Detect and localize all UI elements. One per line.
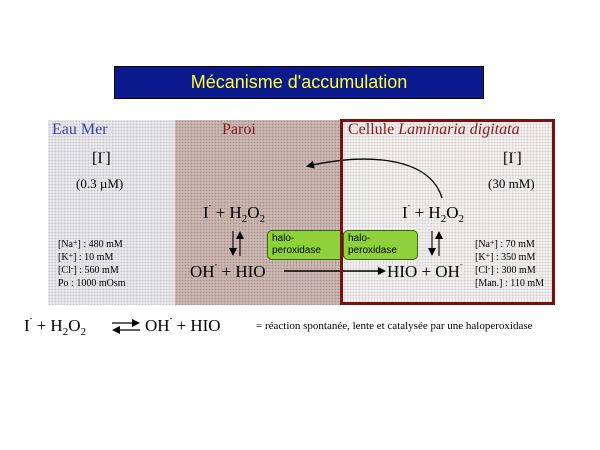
enzyme-label-line2: peroxidase	[272, 245, 321, 256]
sea-ion-po: Po : 1000 mOsm	[58, 278, 126, 289]
enzyme-haloperoxidase-cell: halo- peroxidase	[343, 230, 418, 260]
cell-ion-man: [Man.] : 110 mM	[475, 278, 545, 289]
bottom-equation-left: I- + H2O2	[24, 314, 86, 338]
bottom-note: = réaction spontanée, lente et catalysée…	[256, 320, 533, 332]
sea-iodide: [I-]	[92, 148, 111, 167]
enzyme-haloperoxidase-wall: halo- peroxidase	[267, 230, 344, 260]
sea-concentration: (0.3 µM)	[76, 176, 124, 191]
zone-title-wall: Paroi	[222, 121, 256, 138]
sea-ion-list: [Na+] : 480 mM [K+] : 10 mM [Cl-] : 560 …	[58, 238, 126, 290]
cell-ion-k: [K+] : 350 mM	[475, 251, 536, 263]
cell-reaction-bottom: HIO + OH-	[387, 260, 463, 281]
zone-cell-wall	[175, 120, 343, 305]
enzyme-label-line2: peroxidase	[348, 245, 397, 256]
wall-reaction-top: I- + H2O2	[203, 201, 265, 225]
cell-reaction-top: I- + H2O2	[402, 201, 464, 225]
cell-ion-na: [Na+] : 70 mM	[475, 238, 535, 250]
cell-concentration: (30 mM)	[488, 176, 535, 191]
bottom-equation-right: OH- + HIO	[145, 314, 221, 335]
sea-ion-cl: [Cl-] : 560 mM	[58, 264, 119, 276]
zone-title-cell-species: Laminaria digitata	[398, 121, 520, 138]
cell-membrane-border	[340, 119, 555, 305]
enzyme-label-line1: halo-	[272, 233, 295, 244]
zone-sea-water	[48, 120, 175, 305]
slide-title: Mécanisme d'accumulation	[114, 66, 484, 99]
sea-ion-k: [K+] : 10 mM	[58, 251, 114, 263]
sea-ion-na: [Na+] : 480 mM	[58, 238, 123, 250]
enzyme-label-line1: halo-	[348, 233, 371, 244]
cell-iodide: [I-]	[503, 148, 522, 167]
transport-arrow-curved	[306, 158, 443, 199]
zone-title-cell: Cellule Laminaria digitata	[348, 121, 520, 139]
wall-reaction-bottom: OH- + HIO	[190, 260, 266, 281]
slide-title-text: Mécanisme d'accumulation	[190, 72, 408, 92]
cell-ion-list: [Na+] : 70 mM [K+] : 350 mM [Cl-] : 300 …	[475, 238, 544, 290]
zone-title-cell-plain: Cellule	[348, 121, 395, 138]
zone-title-sea: Eau Mer	[52, 121, 108, 138]
cell-ion-cl: [Cl-] : 300 mM	[475, 264, 536, 276]
